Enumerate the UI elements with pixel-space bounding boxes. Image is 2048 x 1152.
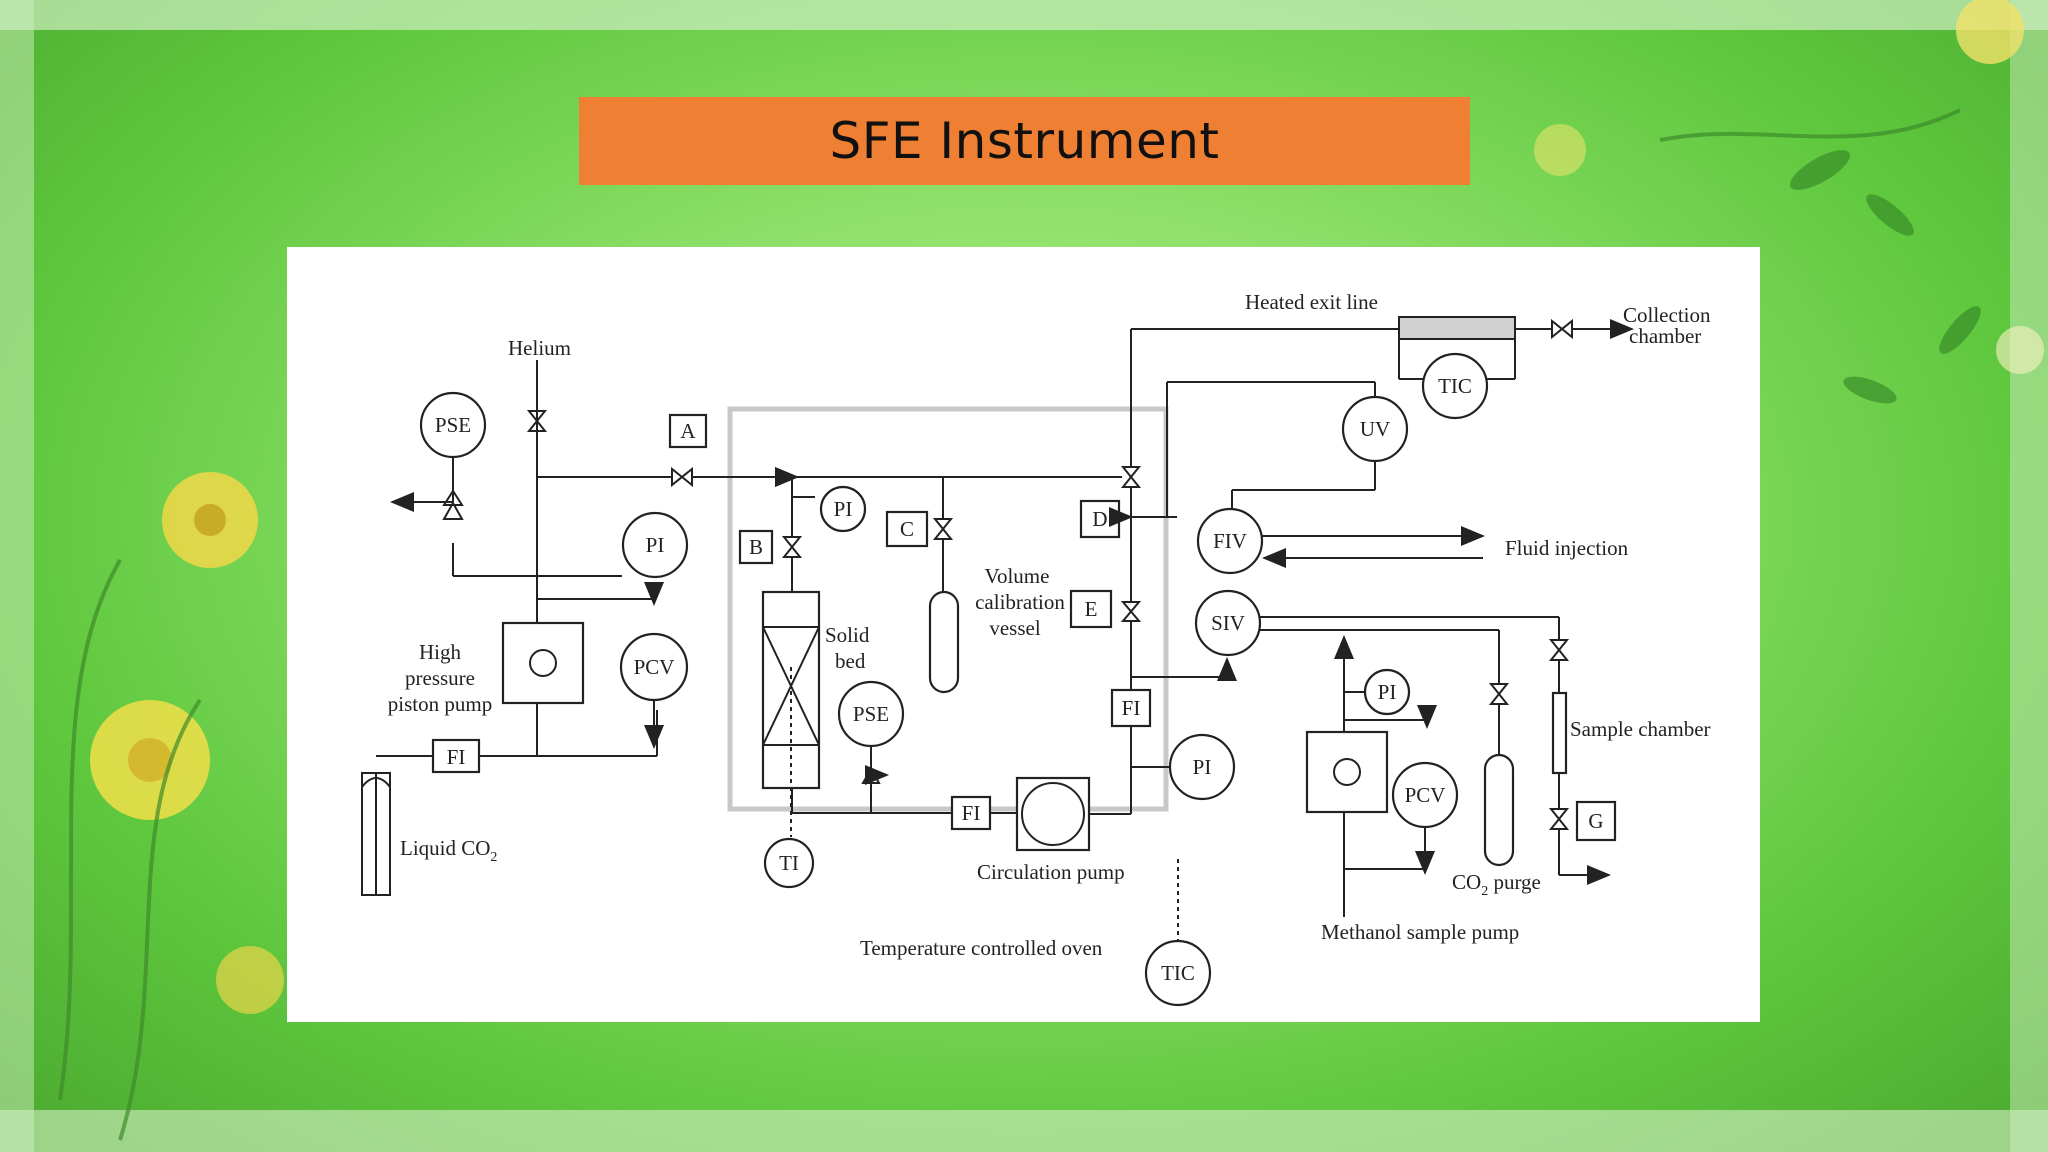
high-pressure-label-1: High xyxy=(419,640,462,664)
box-a xyxy=(668,413,708,449)
pcv-left-label: PCV xyxy=(634,655,675,679)
siv-valve xyxy=(1194,589,1262,657)
solid-bed-label-2: bed xyxy=(835,649,866,673)
box-g xyxy=(1575,800,1617,842)
collection-chamber-label-1: Collection xyxy=(1623,303,1711,327)
box-e-label: E xyxy=(1085,597,1098,621)
pi-oven-right-label: PI xyxy=(1193,755,1212,779)
co2-purge-vessel xyxy=(1483,753,1515,867)
valve-c-icon xyxy=(932,518,954,540)
box-b-label: B xyxy=(749,535,763,559)
box-c xyxy=(885,510,929,548)
sfe-schematic: FI PCV PI PSE Helium A xyxy=(361,290,1711,1007)
pi-oven-right xyxy=(1168,733,1236,801)
tic-top-label: TIC xyxy=(1438,374,1472,398)
pi-oven-top xyxy=(819,485,867,533)
fi-oven-bottom-label: FI xyxy=(962,801,981,825)
uv-label: UV xyxy=(1360,417,1390,441)
valve-e-icon xyxy=(1120,601,1142,622)
volume-vessel-label-1: Volume xyxy=(985,564,1050,588)
slide-title: SFE Instrument xyxy=(829,112,1220,170)
high-pressure-label-2: pressure xyxy=(405,666,475,690)
sample-valve-bottom-icon xyxy=(1548,808,1570,830)
box-a-label: A xyxy=(680,419,696,443)
solid-bed-label-1: Solid xyxy=(825,623,870,647)
collection-valve-icon xyxy=(1551,318,1573,340)
title-banner: SFE Instrument xyxy=(579,97,1470,185)
box-g-label: G xyxy=(1588,809,1603,833)
ti-indicator xyxy=(763,837,815,889)
tic-bottom-label: TIC xyxy=(1161,961,1195,985)
vine-icon xyxy=(58,108,1961,1141)
sample-chamber xyxy=(1551,691,1568,775)
sample-chamber-label: Sample chamber xyxy=(1570,717,1711,741)
volume-calibration-vessel xyxy=(928,590,960,694)
fluid-injection-label: Fluid injection xyxy=(1505,536,1629,560)
circulation-pump xyxy=(1015,776,1091,852)
volume-vessel-label-3: vessel xyxy=(989,616,1040,640)
pi-methanol-label: PI xyxy=(1378,680,1397,704)
tic-bottom xyxy=(1144,939,1212,1007)
heated-exit-line-label: Heated exit line xyxy=(1245,290,1378,314)
high-pressure-piston-pump xyxy=(501,621,585,705)
oven-boundary xyxy=(727,406,1169,812)
tic-top xyxy=(1421,352,1489,420)
fi-oven-right-label: FI xyxy=(1122,696,1141,720)
circulation-pump-label: Circulation pump xyxy=(977,860,1125,884)
box-b xyxy=(738,529,774,565)
fiv-valve xyxy=(1196,507,1264,575)
pse-top-label: PSE xyxy=(435,413,471,437)
ti-label: TI xyxy=(779,851,799,875)
high-pressure-label-3: piston pump xyxy=(388,692,492,716)
valve-a-icon xyxy=(671,466,693,488)
fiv-label: FIV xyxy=(1213,529,1247,553)
heated-exit-line xyxy=(1398,316,1516,340)
flow-indicator-left xyxy=(431,738,481,774)
methanol-pump-label: Methanol sample pump xyxy=(1321,920,1519,944)
valve-d-icon xyxy=(1120,466,1142,488)
helium-valve-icon xyxy=(526,410,548,432)
siv-label: SIV xyxy=(1211,611,1245,635)
co2-purge-label: CO2 purge xyxy=(1452,870,1541,899)
pi-left-label: PI xyxy=(646,533,665,557)
flower-icon xyxy=(1534,0,2044,374)
box-d-label: D xyxy=(1092,507,1107,531)
sample-valve-top-icon xyxy=(1548,639,1570,661)
oven-label: Temperature controlled oven xyxy=(860,936,1103,960)
purge-valve-icon xyxy=(1488,683,1510,705)
pse-oven-label: PSE xyxy=(853,702,889,726)
pcv-methanol-label: PCV xyxy=(1405,783,1446,807)
pi-oven-top-label: PI xyxy=(834,497,853,521)
valve-b-icon xyxy=(781,536,803,558)
leaf-icon xyxy=(1789,150,1981,404)
sfe-diagram-panel: FI PCV PI PSE Helium A xyxy=(287,247,1760,1022)
helium-label: Helium xyxy=(508,336,571,360)
fi-left-label: FI xyxy=(447,745,466,769)
box-e xyxy=(1069,589,1113,629)
pi-methanol xyxy=(1363,668,1411,716)
collection-chamber-label-2: chamber xyxy=(1629,324,1701,348)
flower-icon xyxy=(90,472,284,1014)
methanol-sample-pump xyxy=(1305,730,1389,814)
pi-left xyxy=(621,511,689,579)
box-c-label: C xyxy=(900,517,914,541)
volume-vessel-label-2: calibration xyxy=(975,590,1065,614)
liquid-co2-label: Liquid CO2 xyxy=(400,836,497,865)
